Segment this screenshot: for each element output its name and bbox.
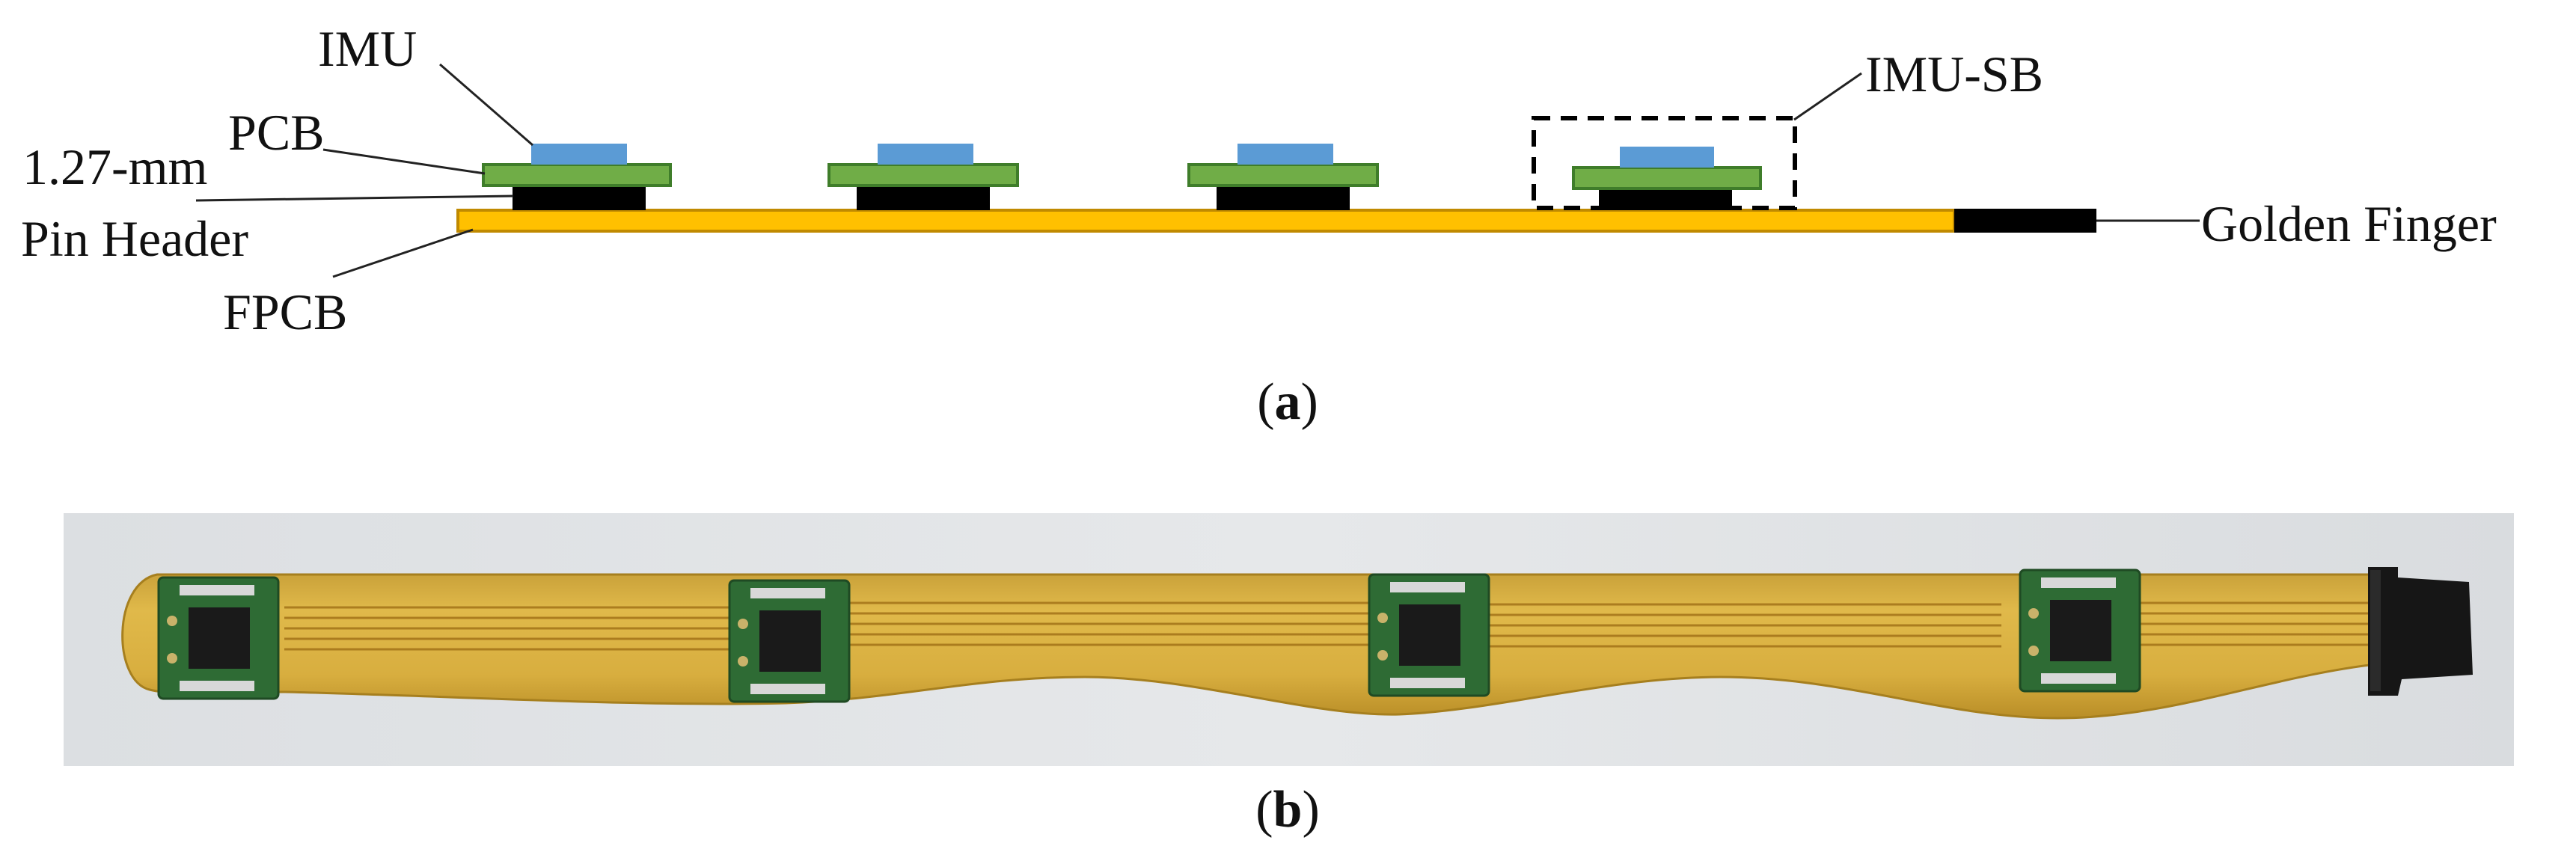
panel-a-caption: (a) xyxy=(1257,373,1318,431)
imu-sb-2 xyxy=(827,144,1019,210)
imu-sb-1 xyxy=(482,144,672,210)
imu-sb-4 xyxy=(1572,147,1762,210)
fpcb-leader xyxy=(332,228,474,278)
pin-header xyxy=(513,186,646,210)
fpcb-strip xyxy=(456,209,1956,233)
panel-b-caption: (b) xyxy=(1255,781,1320,839)
pcb-board xyxy=(1187,163,1379,187)
pin-header xyxy=(857,186,990,210)
imu-sb-dashed-box xyxy=(1532,116,1797,210)
golden-finger xyxy=(1954,209,2096,233)
panel-b-photo xyxy=(64,513,2514,766)
imu-sb-label: IMU-SB xyxy=(1865,46,2043,102)
pcb-leader xyxy=(322,148,486,175)
caption-a-close: ) xyxy=(1301,373,1318,431)
golden-finger-label: Golden Finger xyxy=(2201,195,2497,252)
fpcb-label: FPCB xyxy=(223,284,347,340)
pin-header xyxy=(1217,186,1350,210)
photo-sensor-board-4 xyxy=(2019,569,2141,693)
caption-a-letter: a xyxy=(1275,373,1301,431)
photo-sensor-board-1 xyxy=(157,576,280,700)
pcb-label: PCB xyxy=(228,104,325,161)
pcb-board xyxy=(482,163,672,187)
photo-sensor-board-2 xyxy=(728,579,851,703)
pcb-board xyxy=(1572,166,1762,190)
imu-leader xyxy=(439,63,533,147)
photo-golden-finger xyxy=(2368,567,2473,696)
caption-b-open: ( xyxy=(1255,781,1273,839)
imu-chip xyxy=(1237,144,1333,165)
caption-b-letter: b xyxy=(1273,781,1303,839)
copper-traces xyxy=(284,601,2372,651)
imu-chip xyxy=(531,144,627,165)
pin-header-leader xyxy=(195,194,514,202)
imu-sb-leader xyxy=(1793,72,1862,121)
imu-label: IMU xyxy=(318,20,417,77)
caption-b-close: ) xyxy=(1302,781,1319,839)
imu-chip xyxy=(1620,147,1714,168)
pcb-board xyxy=(827,163,1019,187)
imu-sb-3 xyxy=(1187,144,1379,210)
panel-a: IMU PCB 1.27-mm Pin Header FPCB IMU-SB G… xyxy=(21,20,2497,431)
pin-header-label-line1: 1.27-mm xyxy=(22,138,207,195)
photo-sensor-board-3 xyxy=(1368,573,1490,697)
caption-a-open: ( xyxy=(1257,373,1274,431)
imu-chip xyxy=(878,144,973,165)
pin-header-label-line2: Pin Header xyxy=(21,210,248,267)
